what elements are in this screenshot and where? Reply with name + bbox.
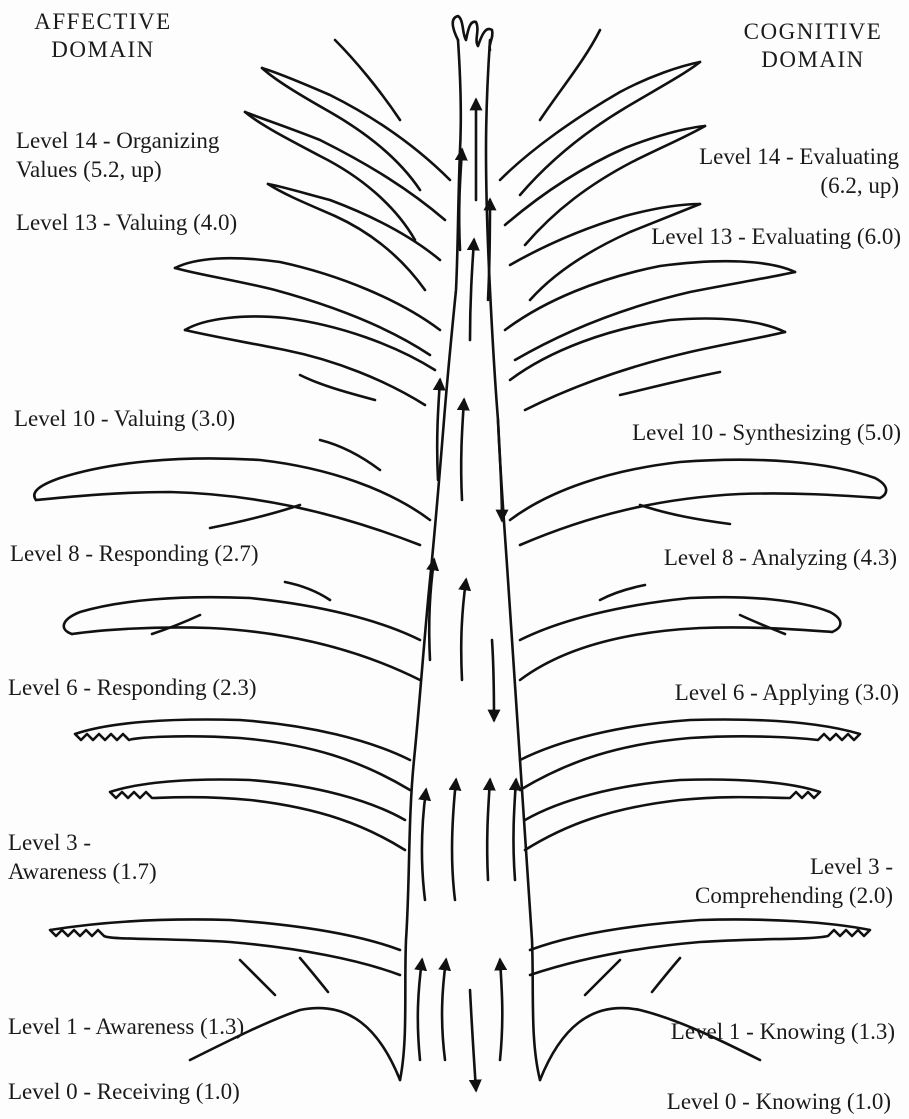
affective-level-14-line1: Level 14 - Organizing [16, 126, 219, 155]
growth-arrows [418, 100, 516, 1090]
affective-level-3-line2: Awareness (1.7) [8, 857, 157, 886]
affective-level-1: Level 1 - Awareness (1.3) [8, 1012, 244, 1041]
cognitive-level-3-line2: Comprehending (2.0) [695, 881, 893, 910]
cognitive-level-6: Level 6 - Applying (3.0) [675, 678, 899, 707]
affective-header-line2: DOMAIN [18, 36, 188, 64]
affective-level-0: Level 0 - Receiving (1.0) [8, 1077, 240, 1106]
affective-level-13: Level 13 - Valuing (4.0) [16, 208, 237, 237]
affective-level-10: Level 10 - Valuing (3.0) [14, 404, 235, 433]
cognitive-level-14-line2: (6.2, up) [699, 171, 899, 200]
cognitive-header-line2: DOMAIN [728, 46, 898, 74]
affective-header-line1: AFFECTIVE [18, 8, 188, 36]
cognitive-level-14: Level 14 - Evaluating (6.2, up) [699, 142, 899, 200]
cognitive-domain-header: COGNITIVE DOMAIN [728, 18, 898, 74]
affective-level-6: Level 6 - Responding (2.3) [8, 673, 256, 702]
affective-level-3-line1: Level 3 - [8, 828, 157, 857]
branches-level-6 [75, 720, 860, 850]
cognitive-level-3: Level 3 - Comprehending (2.0) [695, 852, 893, 910]
cognitive-level-1: Level 1 - Knowing (1.3) [671, 1017, 895, 1046]
cognitive-level-13: Level 13 - Evaluating (6.0) [651, 222, 901, 251]
cognitive-level-3-line1: Level 3 - [695, 852, 893, 881]
affective-level-8: Level 8 - Responding (2.7) [10, 539, 258, 568]
cognitive-header-line1: COGNITIVE [728, 18, 898, 46]
cognitive-level-14-line1: Level 14 - Evaluating [699, 142, 899, 171]
branches-level-8 [64, 582, 841, 680]
affective-level-3: Level 3 - Awareness (1.7) [8, 828, 157, 886]
cognitive-level-8: Level 8 - Analyzing (4.3) [664, 543, 897, 572]
affective-level-14: Level 14 - Organizing Values (5.2, up) [16, 126, 219, 184]
branches-level-13 [175, 258, 795, 410]
affective-domain-header: AFFECTIVE DOMAIN [18, 8, 188, 64]
cognitive-level-0: Level 0 - Knowing (1.0) [667, 1087, 891, 1116]
affective-level-14-line2: Values (5.2, up) [16, 155, 219, 184]
branches-level-3 [50, 919, 870, 995]
cognitive-level-10: Level 10 - Synthesizing (5.0) [632, 418, 901, 447]
